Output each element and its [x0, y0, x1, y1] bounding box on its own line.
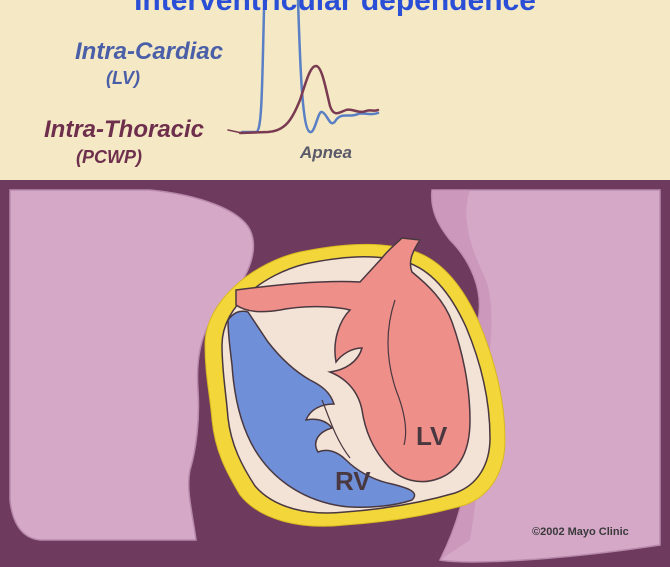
intra-cardiac-sublabel: (LV) — [106, 68, 140, 89]
intra-thoracic-sublabel: (PCWP) — [76, 147, 142, 168]
copyright-text: ©2002 Mayo Clinic — [532, 526, 629, 538]
intra-cardiac-label: Intra-Cardiac — [75, 38, 223, 66]
rv-label: RV — [335, 466, 371, 497]
intra-thoracic-label: Intra-Thoracic — [44, 116, 204, 144]
page-title: Interventricular dependence — [0, 0, 670, 18]
apnea-label: Apnea — [300, 143, 352, 163]
lv-label: LV — [416, 421, 447, 452]
